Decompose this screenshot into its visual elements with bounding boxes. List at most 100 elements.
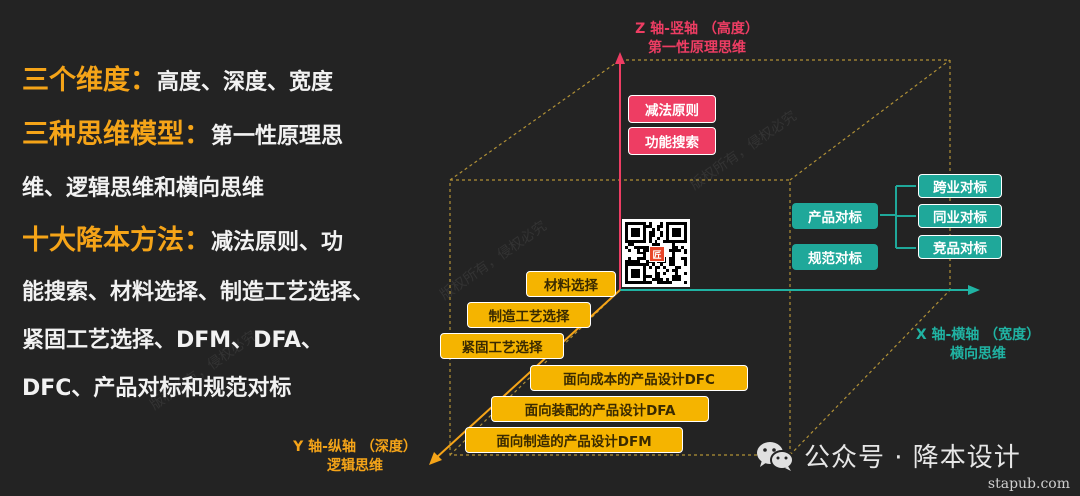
qr-module — [657, 224, 661, 228]
qr-module — [669, 257, 673, 261]
qr-module — [630, 272, 634, 276]
qr-module — [672, 233, 676, 237]
qr-module — [642, 233, 646, 237]
qr-module — [663, 239, 667, 243]
qr-module — [663, 266, 667, 270]
x-axis-subtitle: 横向思维 — [950, 346, 1006, 362]
qr-module — [684, 281, 687, 284]
qr-module — [625, 227, 628, 231]
qr-module — [669, 222, 673, 225]
qr-module — [625, 281, 628, 284]
qr-module — [625, 233, 628, 237]
qr-module — [633, 281, 637, 284]
qr-module — [642, 278, 646, 282]
qr-module — [625, 272, 628, 276]
qr-module — [642, 236, 646, 240]
qr-module — [678, 222, 682, 225]
qr-module — [672, 248, 676, 252]
wechat-account-name: 公众号 · 降本设计 — [804, 443, 1021, 473]
qr-module — [642, 245, 646, 249]
qr-module — [681, 222, 685, 225]
qr-module — [660, 263, 664, 267]
qr-module — [648, 224, 652, 228]
qr-module — [627, 248, 631, 252]
qr-module — [627, 239, 631, 243]
qr-module — [630, 239, 634, 243]
qr-module — [669, 260, 673, 264]
y-axis-title: Y 轴-纵轴 （深度） — [293, 439, 417, 455]
x-tag-competitor: 竞品对标 — [918, 235, 1002, 259]
qr-module — [648, 266, 652, 270]
qr-module — [648, 222, 652, 225]
qr-module — [684, 236, 687, 240]
qr-module — [672, 230, 676, 234]
qr-module — [636, 222, 640, 225]
qr-module — [642, 227, 646, 231]
qr-module — [684, 222, 687, 225]
cost-methods-line: 十大降本方法：减法原则、功 — [22, 218, 343, 257]
qr-module — [642, 222, 646, 225]
qr-module — [648, 281, 652, 284]
qr-module — [630, 222, 634, 225]
qr-module — [666, 281, 670, 284]
z-tag-function-search: 功能搜索 — [628, 127, 716, 155]
x-axis-arrow-icon — [968, 285, 980, 295]
qr-module — [642, 257, 646, 261]
qr-module — [684, 227, 687, 231]
qr-module — [625, 230, 628, 234]
qr-module — [672, 254, 676, 258]
qr-module — [625, 236, 628, 240]
qr-module — [639, 257, 643, 261]
qr-module — [645, 275, 649, 279]
site-url: stapub.com — [987, 476, 1070, 492]
qr-module — [648, 236, 652, 240]
cube-edge — [789, 59, 951, 181]
qr-module — [633, 260, 637, 264]
qr-module — [625, 260, 628, 264]
qr-module — [639, 245, 643, 249]
qr-module — [678, 248, 682, 252]
qr-module — [657, 272, 661, 276]
qr-module — [657, 227, 661, 231]
qr-module — [651, 242, 655, 246]
qr-module — [666, 224, 670, 228]
qr-module — [672, 269, 676, 273]
qr-module — [684, 230, 687, 234]
qr-module — [678, 275, 682, 279]
dimensions-list: 高度、深度、宽度 — [157, 70, 334, 95]
qr-module — [625, 275, 628, 279]
qr-module — [645, 260, 649, 264]
qr-module — [642, 281, 646, 284]
qr-module — [666, 278, 670, 282]
qr-module — [678, 278, 682, 282]
qr-module — [666, 236, 670, 240]
qr-module — [630, 269, 634, 273]
qr-module — [666, 222, 670, 225]
qr-module — [675, 233, 679, 237]
qr-module — [672, 239, 676, 243]
qr-module — [636, 263, 640, 267]
x-tag-standard-benchmark: 规范对标 — [792, 244, 878, 270]
branch-bracket — [880, 185, 916, 249]
qr-module — [639, 281, 643, 284]
qr-module — [627, 281, 631, 284]
qr-module — [639, 251, 643, 255]
y-tag-dfa: 面向装配的产品设计DFA — [491, 396, 709, 422]
qr-module — [642, 254, 646, 258]
qr-module — [633, 227, 637, 231]
qr-module — [630, 281, 634, 284]
y-tag-material-selection: 材料选择 — [526, 271, 616, 297]
qr-module — [633, 245, 637, 249]
qr-module — [657, 278, 661, 282]
qr-module — [672, 257, 676, 261]
x-axis-title: X 轴-横轴 （宽度） — [915, 327, 1041, 343]
qr-module — [636, 230, 640, 234]
qr-module — [625, 269, 628, 273]
qr-module — [630, 230, 634, 234]
qr-module — [625, 266, 628, 270]
qr-module — [642, 266, 646, 270]
qr-module — [642, 224, 646, 228]
qr-module — [678, 227, 682, 231]
qr-module — [672, 278, 676, 282]
